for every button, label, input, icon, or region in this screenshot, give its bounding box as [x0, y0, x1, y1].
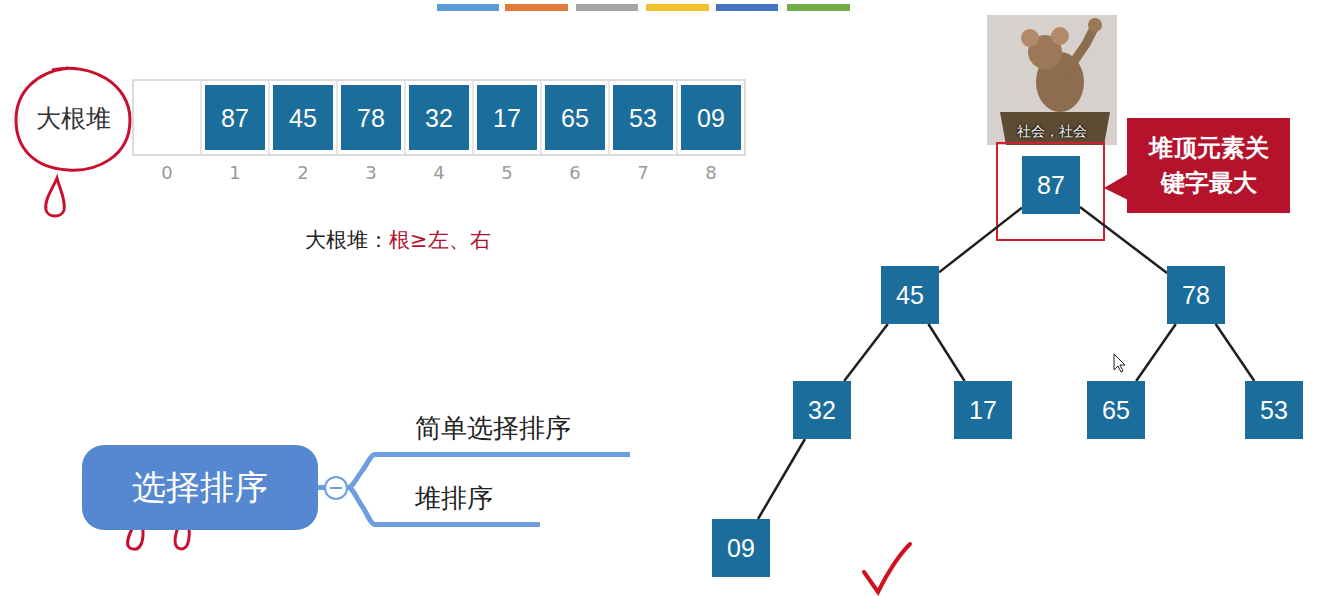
array-index: 2	[297, 162, 308, 184]
node-text: 32	[808, 395, 836, 425]
array-cell: 32	[409, 85, 469, 150]
callout-box: 堆顶元素关键字最大	[1127, 118, 1290, 213]
node-text: 堆排序	[415, 483, 493, 514]
meme-picture	[987, 15, 1117, 145]
cell-divider	[269, 80, 270, 155]
tree-node: 87	[1022, 156, 1080, 214]
node-text: 87	[1037, 170, 1065, 200]
tree-node: 45	[881, 266, 939, 324]
node-text: 17	[493, 103, 521, 133]
node-text: 17	[969, 395, 997, 425]
color-bar	[437, 4, 499, 11]
array-index: 1	[229, 162, 240, 184]
node-text: 53	[1260, 395, 1288, 425]
cell-divider	[677, 80, 678, 155]
topic-box: 选择排序	[82, 445, 318, 530]
cell-divider	[337, 80, 338, 155]
node-text: 选择排序	[132, 467, 268, 508]
tree-node: 32	[793, 381, 851, 439]
node-text: 09	[727, 533, 755, 563]
mouse-fist	[1088, 18, 1102, 32]
rule-text: 根≥左、右	[389, 228, 491, 253]
node-text: 65	[561, 103, 589, 133]
node-text: 45	[289, 103, 317, 133]
tree-node: 78	[1167, 266, 1225, 324]
red-mark	[46, 178, 65, 216]
mouse-ear	[1021, 29, 1039, 47]
check-mark	[864, 544, 910, 592]
cursor	[1114, 354, 1125, 372]
node-text: 65	[1102, 395, 1130, 425]
array-cell: 78	[341, 85, 401, 150]
color-bar	[505, 4, 568, 11]
circled-title: 大根堆	[12, 62, 134, 175]
node-text: 78	[1182, 280, 1210, 310]
cup	[1000, 112, 1110, 145]
tree-edge	[1080, 207, 1167, 273]
tree-node: 65	[1087, 381, 1145, 439]
color-bar	[787, 4, 850, 11]
color-bar	[646, 4, 709, 11]
picture-caption: 社会，社会	[1017, 123, 1087, 140]
array-cell: 87	[205, 85, 265, 150]
array-index: 4	[433, 162, 444, 184]
branch-topic: 堆排序	[383, 475, 540, 527]
array-outline	[133, 80, 745, 155]
circle-stroke	[16, 68, 130, 170]
node-text: 53	[629, 103, 657, 133]
cell-divider	[609, 80, 610, 155]
node-text: 32	[425, 103, 453, 133]
array-cell: 09	[681, 85, 741, 150]
array-index: 5	[501, 162, 512, 184]
tree-edge	[758, 439, 805, 519]
array-cell: 45	[273, 85, 333, 150]
tree-edge	[844, 324, 888, 381]
node-text: 09	[697, 103, 725, 133]
color-bar	[576, 4, 638, 11]
array-cell: 17	[477, 85, 537, 150]
mouse-arm	[1068, 28, 1094, 70]
tree-edge	[939, 208, 1022, 273]
array-index: 7	[637, 162, 648, 184]
tree-node: 53	[1245, 381, 1303, 439]
node-text: 大根堆	[36, 104, 111, 134]
tree-node: 17	[954, 381, 1012, 439]
branch-topic: 简单选择排序	[383, 405, 630, 457]
node-text: 87	[221, 103, 249, 133]
node-text: 堆顶元素关键字最大	[1141, 131, 1276, 201]
tree-edge	[1216, 324, 1255, 381]
cell-divider	[473, 80, 474, 155]
mouse-ear	[1051, 27, 1069, 45]
cell-divider	[405, 80, 406, 155]
cell-divider	[541, 80, 542, 155]
tree-edge	[1136, 324, 1176, 381]
array-cell: 65	[545, 85, 605, 150]
node-text: 78	[357, 103, 385, 133]
callout-pointer	[1104, 174, 1128, 200]
array-index: 3	[365, 162, 376, 184]
node-text: 45	[896, 280, 924, 310]
array-cell: 53	[613, 85, 673, 150]
rule-heading: 大根堆：	[305, 228, 389, 253]
cell-divider	[201, 80, 202, 155]
array-index: 6	[569, 162, 580, 184]
collapse-sign	[330, 487, 342, 489]
highlight-box	[997, 143, 1104, 240]
array-index: 8	[705, 162, 716, 184]
tree-node: 09	[712, 519, 770, 577]
color-bar	[716, 4, 778, 11]
collapse-button	[325, 477, 347, 499]
node-text: 简单选择排序	[415, 413, 571, 444]
array-index: 0	[161, 162, 172, 184]
array-frame	[133, 80, 745, 155]
tree-edge	[928, 324, 964, 381]
picture-ground	[987, 15, 1117, 145]
